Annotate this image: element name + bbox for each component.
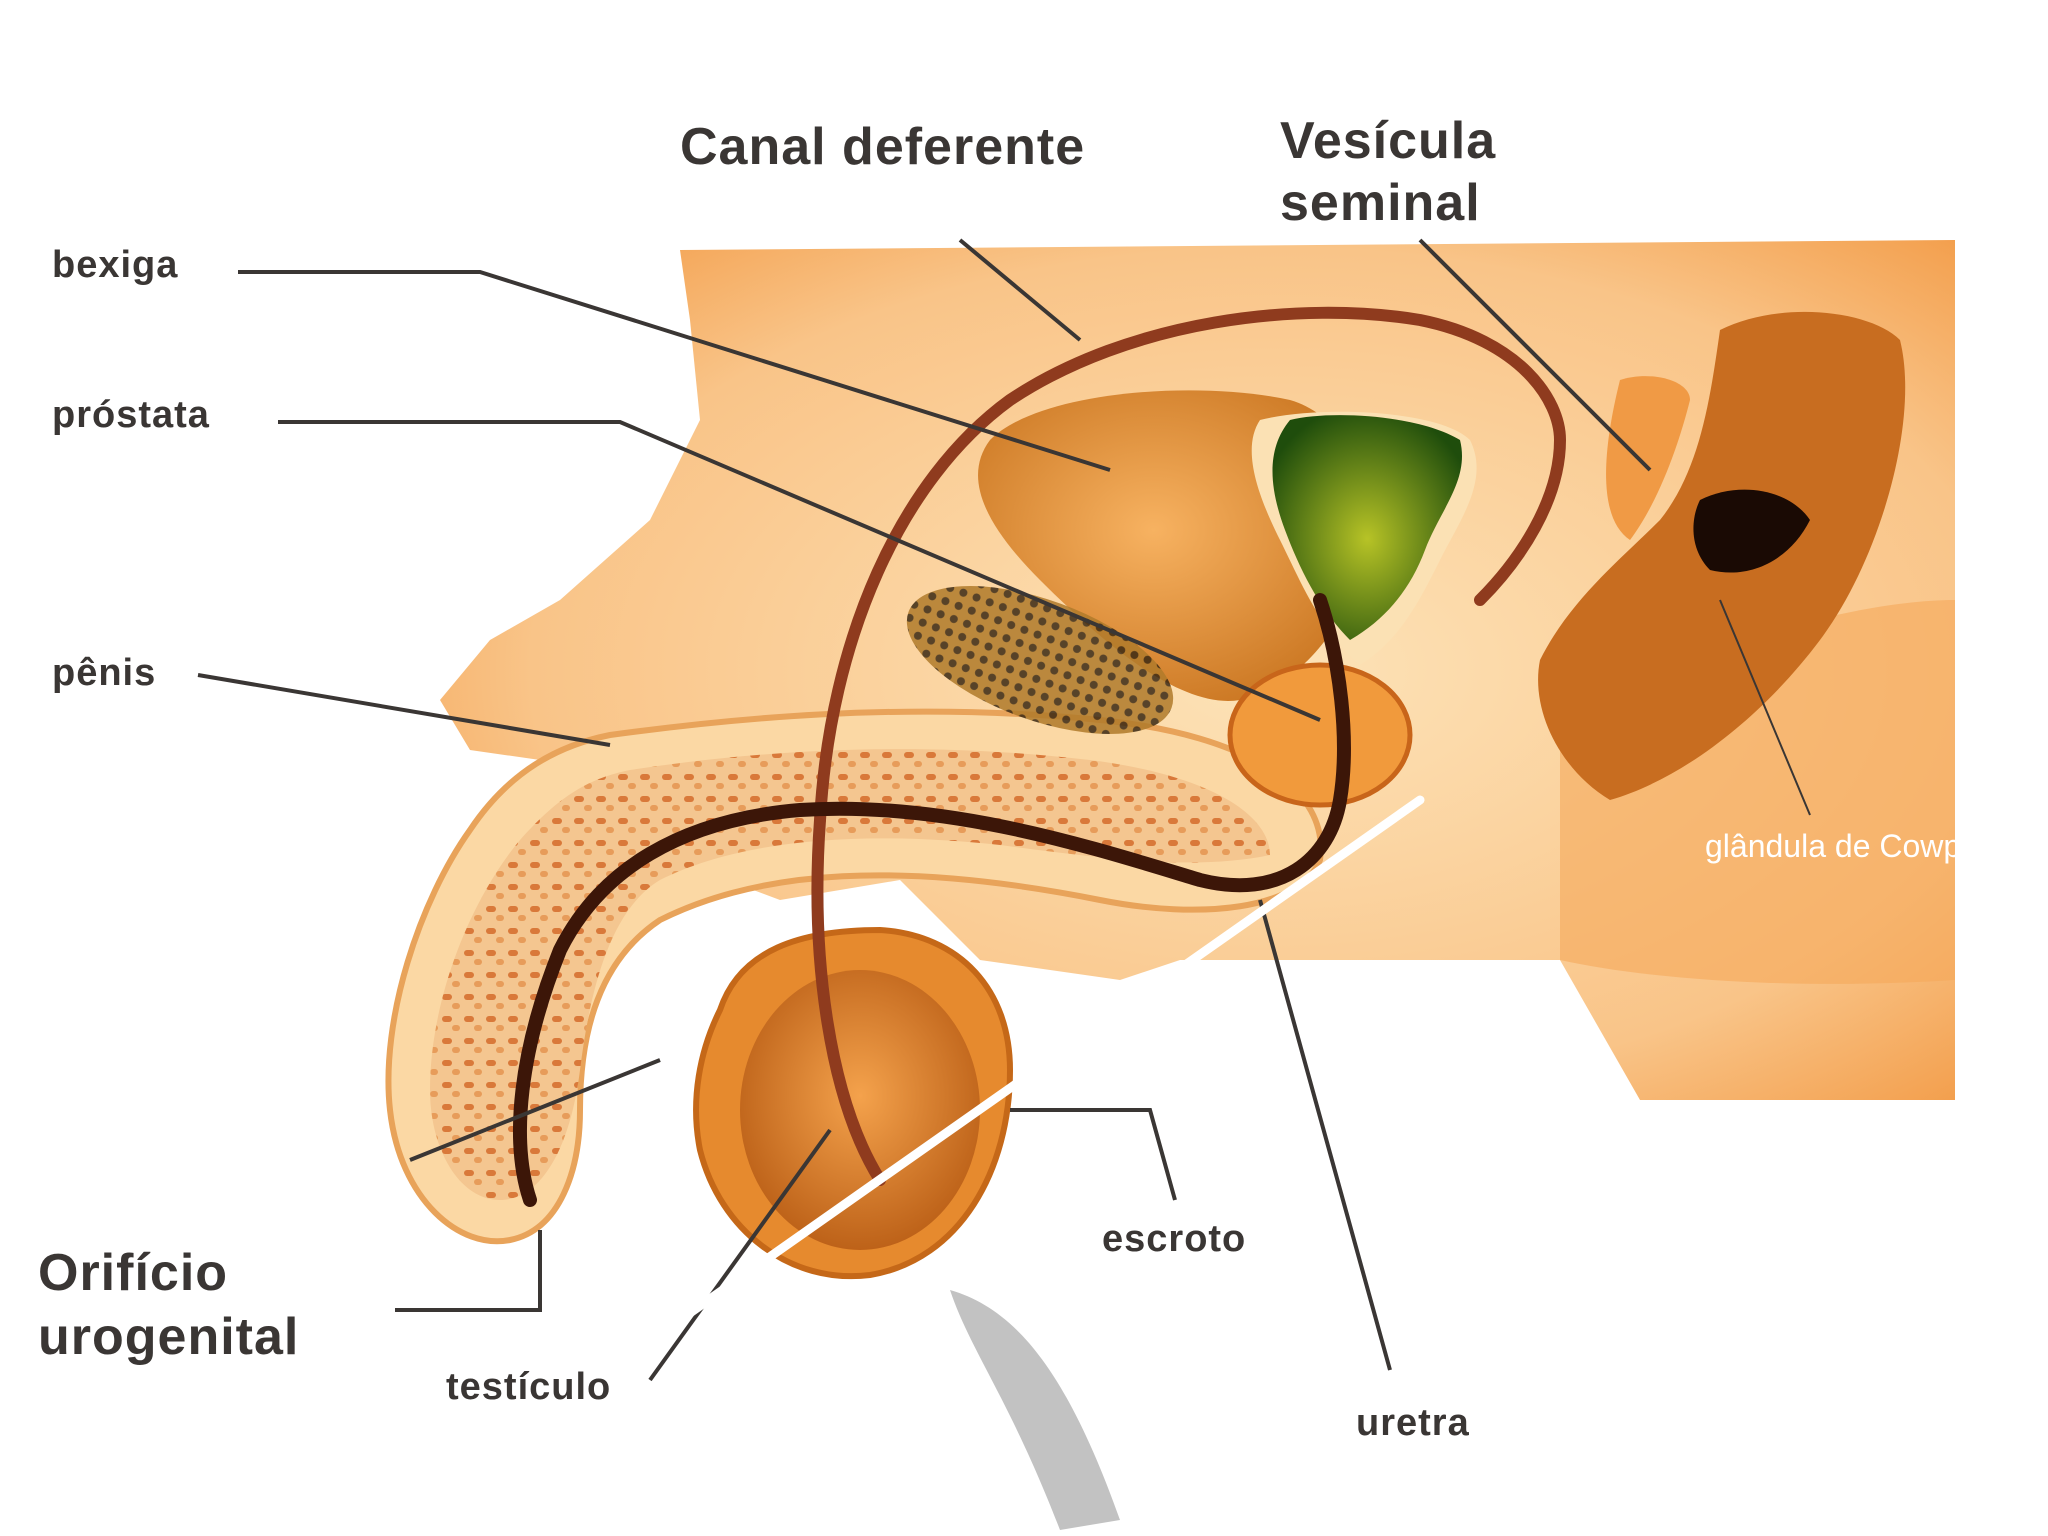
label-uretra: uretra: [1356, 1402, 1470, 1444]
label-prostata: próstata: [52, 394, 210, 436]
highlight-line: [675, 795, 1425, 1325]
leader-bexiga: [238, 270, 1111, 472]
leader-uretra-lower: [409, 1058, 661, 1162]
leader-testiculo: [648, 1128, 832, 1382]
leader-lines: [197, 238, 1811, 1382]
leader-uretra: [1258, 899, 1392, 1371]
leader-canal: [958, 238, 1082, 342]
spine-fragment: [950, 1290, 1120, 1530]
label-testiculo: testículo: [446, 1366, 612, 1408]
label-bexiga: bexiga: [52, 244, 179, 286]
leader-vesicula: [1418, 238, 1652, 472]
leader-escroto: [1010, 1108, 1177, 1201]
label-glandula-cowper: glândula de Cowper: [1705, 828, 1990, 864]
bladder-shape: [978, 390, 1477, 701]
vas-deferens-duct: [811, 306, 1567, 1186]
prostate-shape: [1227, 662, 1413, 808]
label-orificio-line2: urogenital: [38, 1308, 300, 1366]
scrotum-shape: [693, 926, 1014, 1280]
pubic-bone-shape: [906, 586, 1174, 734]
leader-orificio: [395, 1230, 542, 1312]
label-escroto: escroto: [1102, 1218, 1247, 1260]
label-canal-deferente: Canal deferente: [680, 118, 1086, 176]
urethra-duct: [513, 593, 1351, 1207]
label-penis: pênis: [52, 652, 157, 694]
leader-cowper: [1719, 599, 1811, 816]
label-vesicula-line1: Vesícula: [1280, 112, 1497, 170]
label-orificio-line1: Orifício: [38, 1244, 229, 1302]
rectum-shape: [1538, 311, 1906, 800]
leader-penis: [197, 673, 611, 747]
label-vesicula-line2: seminal: [1280, 174, 1481, 232]
seminal-vesicle-green: [1272, 415, 1462, 640]
testis-shape: [740, 970, 980, 1250]
leader-prostata: [278, 420, 1321, 722]
